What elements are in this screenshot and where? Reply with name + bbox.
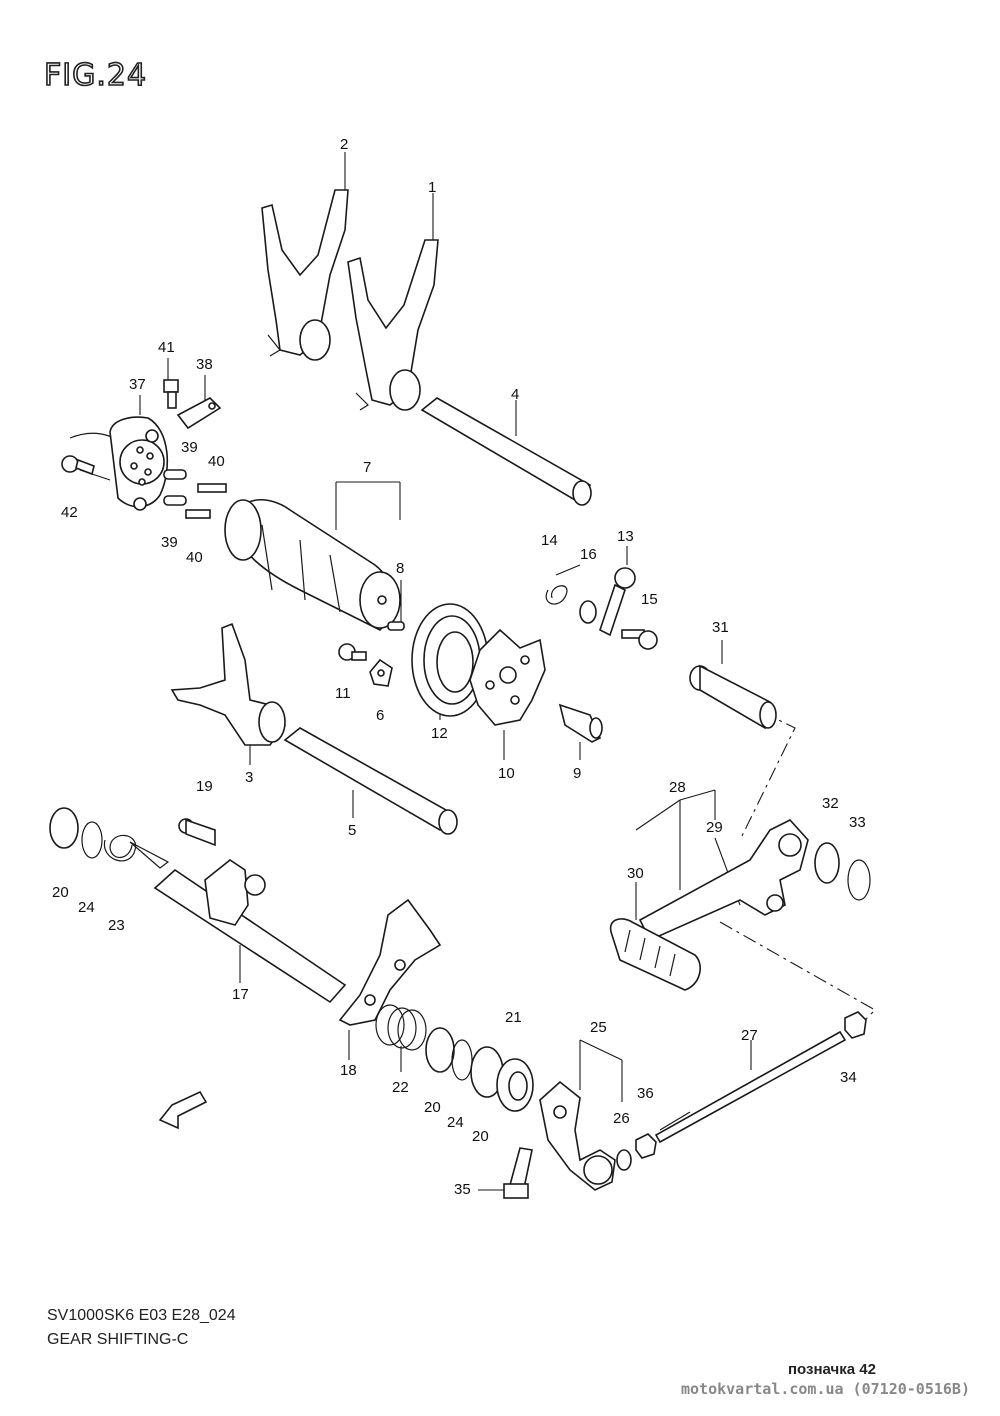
part-pin-8 xyxy=(387,621,405,631)
callout-32: 32 xyxy=(822,795,839,812)
callout-7: 7 xyxy=(363,459,371,476)
part-bolt-35 xyxy=(503,1147,533,1199)
part-bolt-41 xyxy=(163,379,179,409)
callout-3: 3 xyxy=(245,769,253,786)
callout-11: 11 xyxy=(335,685,351,702)
part-stopper-13 xyxy=(599,567,636,637)
callout-13: 13 xyxy=(617,528,634,545)
part-washer-26 xyxy=(616,1149,632,1171)
callout-23: 23 xyxy=(108,917,125,934)
part-tie-rod-27 xyxy=(654,1030,847,1144)
part-bolt-19 xyxy=(178,818,216,847)
callout-14: 14 xyxy=(541,532,558,549)
callout-30: 30 xyxy=(627,865,644,882)
callout-18: 18 xyxy=(340,1062,357,1079)
model-code: SV1000SK6 E03 E28_024 xyxy=(47,1307,236,1324)
callout-36: 36 xyxy=(637,1085,654,1102)
callout-39b: 39 xyxy=(161,534,178,551)
callout-labels: 1 2 3 4 5 6 7 8 9 10 11 12 13 14 15 16 1… xyxy=(52,136,866,1198)
callout-31: 31 xyxy=(712,619,729,636)
callout-1: 1 xyxy=(428,179,436,196)
part-washer-6 xyxy=(369,658,393,687)
part-pins-springs-39-40 xyxy=(163,469,227,519)
site-watermark: motokvartal.com.ua (07120-0516B) xyxy=(681,1380,970,1398)
page-tag: позначка 42 xyxy=(788,1361,876,1378)
callout-40a: 40 xyxy=(208,453,225,470)
callout-22: 22 xyxy=(392,1079,409,1096)
part-bolt-42 xyxy=(61,455,95,476)
callout-10: 10 xyxy=(498,765,515,782)
part-nut-36 xyxy=(635,1133,657,1159)
part-washer-32 xyxy=(814,842,840,884)
part-oil-seal-21 xyxy=(496,1058,534,1112)
callout-24b: 24 xyxy=(447,1114,464,1131)
part-return-spring-23 xyxy=(103,834,170,869)
callout-2: 2 xyxy=(340,136,348,153)
callout-8: 8 xyxy=(396,560,404,577)
part-bearing-12 xyxy=(411,603,489,717)
part-lever-rubber-30 xyxy=(609,918,701,991)
callout-40b: 40 xyxy=(186,549,203,566)
callout-41: 41 xyxy=(158,339,175,356)
part-shift-fork-3 xyxy=(170,622,286,746)
part-washer-20 xyxy=(49,807,79,849)
part-washer-20b xyxy=(425,1027,455,1073)
callout-38: 38 xyxy=(196,356,213,373)
part-fork-shaft-5 xyxy=(283,727,458,835)
callout-39a: 39 xyxy=(181,439,198,456)
callout-28: 28 xyxy=(669,779,686,796)
callout-12: 12 xyxy=(431,725,448,742)
part-spring-14 xyxy=(545,564,581,605)
part-pin-9 xyxy=(558,703,603,743)
part-gear-shift-cam-7 xyxy=(224,498,401,631)
callout-33: 33 xyxy=(849,814,866,831)
callout-42: 42 xyxy=(61,504,78,521)
callout-35: 35 xyxy=(454,1181,471,1198)
part-shift-shaft-17 xyxy=(153,859,347,1004)
callout-19: 19 xyxy=(196,778,213,795)
callout-34: 34 xyxy=(840,1069,857,1086)
callout-15: 15 xyxy=(641,591,658,608)
callout-9: 9 xyxy=(573,765,581,782)
figure-title: FIG.24 xyxy=(43,57,148,94)
callout-37: 37 xyxy=(129,376,146,393)
callout-6: 6 xyxy=(376,707,384,724)
part-gear-position-switch-37 xyxy=(69,416,169,511)
part-bolt-11 xyxy=(338,643,367,661)
part-circlip-24b xyxy=(451,1039,473,1081)
part-circlip-24 xyxy=(81,821,103,859)
front-arrow-icon xyxy=(158,1090,208,1130)
callout-20c: 20 xyxy=(472,1128,489,1145)
part-fork-shaft-4 xyxy=(420,397,592,506)
part-circlip-33 xyxy=(847,859,871,901)
part-plate-38 xyxy=(176,397,222,430)
callout-4: 4 xyxy=(511,386,519,403)
callout-29: 29 xyxy=(706,819,723,836)
part-pivot-shaft-31 xyxy=(689,664,777,730)
part-shift-link-25 xyxy=(539,1080,616,1191)
callout-24a: 24 xyxy=(78,899,95,916)
callout-17: 17 xyxy=(232,986,249,1003)
part-bolt-15 xyxy=(621,629,658,650)
callout-26: 26 xyxy=(613,1110,630,1127)
part-washer-16 xyxy=(579,600,597,624)
callout-21: 21 xyxy=(505,1009,522,1026)
part-spring-22 xyxy=(375,1004,427,1051)
part-gearshift-lever-28 xyxy=(638,819,809,942)
part-shift-fork-1 xyxy=(347,239,439,411)
part-cam-gear-10 xyxy=(469,628,546,726)
callout-25: 25 xyxy=(590,1019,607,1036)
callout-16: 16 xyxy=(580,546,597,563)
callout-5: 5 xyxy=(348,822,356,839)
part-shift-fork-2 xyxy=(261,189,349,361)
callout-27: 27 xyxy=(741,1027,758,1044)
part-shift-arm-18 xyxy=(338,898,442,1026)
callout-20b: 20 xyxy=(424,1099,441,1116)
group-name: GEAR SHIFTING-C xyxy=(47,1331,189,1348)
callout-20a: 20 xyxy=(52,884,69,901)
part-nut-34 xyxy=(844,1011,867,1039)
